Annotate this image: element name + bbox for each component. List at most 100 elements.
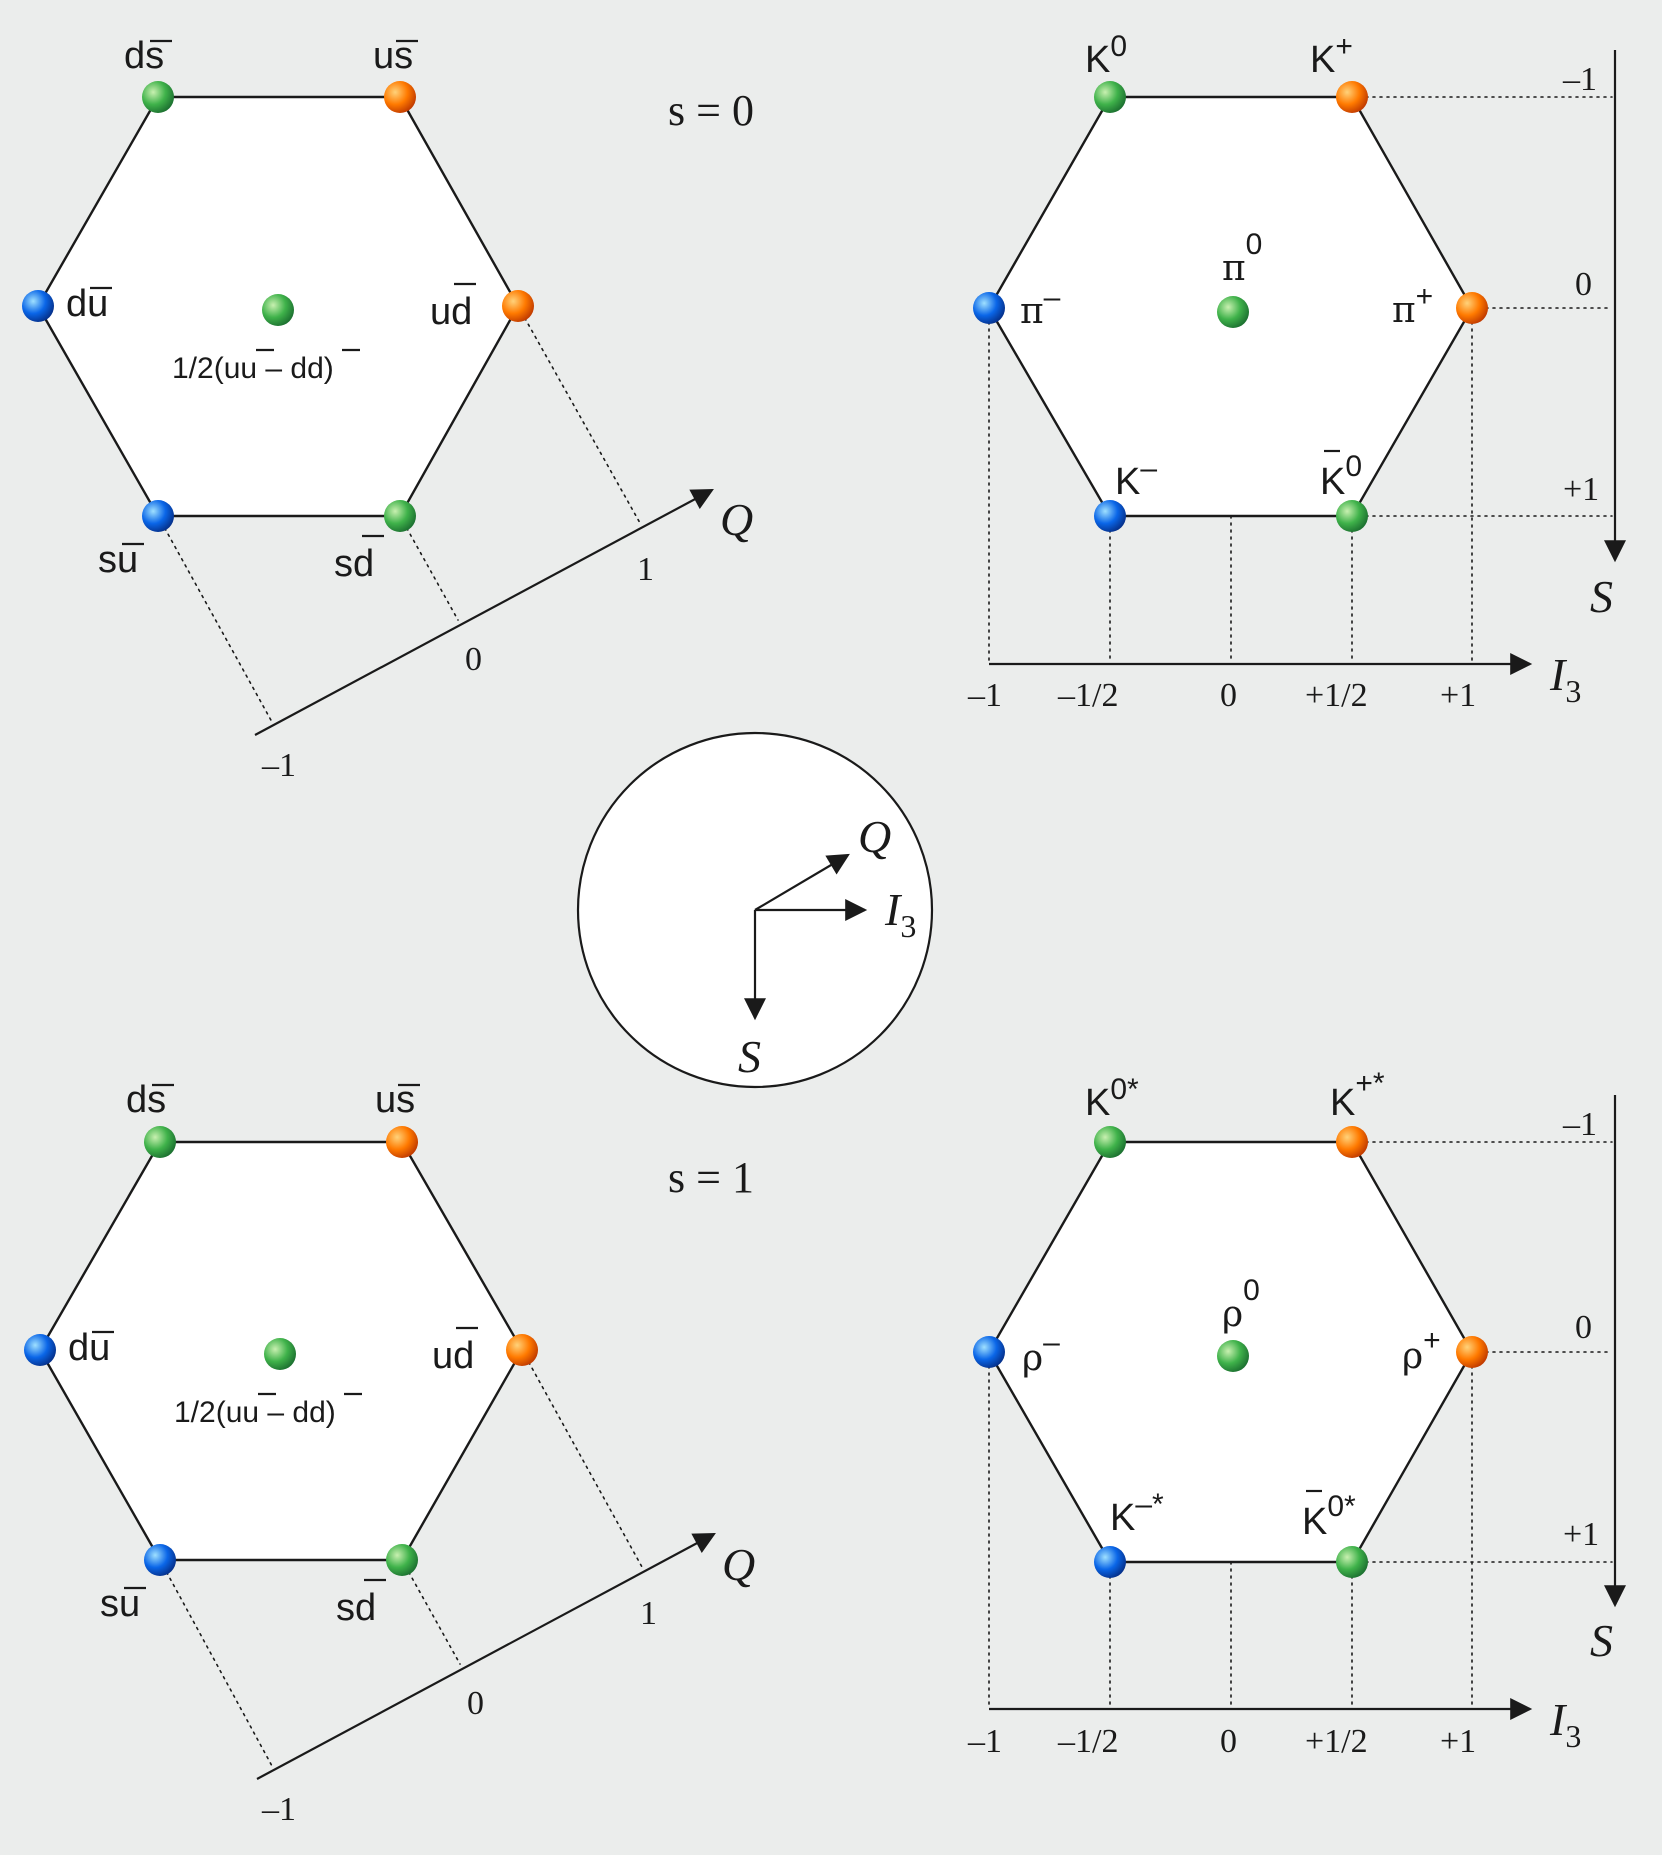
state-ball-center [262,294,294,326]
bottom-right-meson-octet-panel: I3 –1 –1/2 0 +1/2 +1 S –1 0 +1 K0* K+* ρ… [967,1067,1626,1760]
i3-axis-tick: +1 [1440,677,1476,714]
s-axis-label: S [1590,571,1613,622]
state-label-ud: ud [430,291,472,333]
q-axis-label: Q [722,1539,755,1590]
state-ball-sd [384,500,416,532]
meson-label-k0star: K0* [1085,1073,1139,1124]
s-axis-tick: –1 [1562,61,1597,98]
legend-s-label: S [738,1031,761,1082]
meson-label-k0: K0 [1085,30,1127,81]
meson-label-rhoplus: ρ+ [1402,1324,1441,1377]
state-ball-su [142,500,174,532]
i3-axis-tick: –1/2 [1057,677,1118,714]
i3-axis-tick: 0 [1220,1723,1237,1760]
state-ball-ds [142,81,174,113]
meson-ball-piplus [1456,292,1488,324]
i3-axis-tick: –1/2 [1057,1723,1118,1760]
q-axis-tick: –1 [261,1791,296,1828]
state-label-du: du [68,1327,110,1369]
axis-orientation-legend: Q I3 S [576,731,934,1089]
q-axis-tick: 0 [465,641,482,678]
s-axis-tick: 0 [1575,266,1592,303]
s-axis-tick: +1 [1563,471,1599,508]
state-label-du: du [66,283,108,325]
i3-axis-tick: 0 [1220,677,1237,714]
i3-axis-tick: +1 [1440,1723,1476,1760]
meson-label-rhominus: ρ– [1022,1326,1060,1379]
meson-ball-kminusstar [1094,1546,1126,1578]
state-label-ud: ud [432,1335,474,1377]
projection-line [159,1559,273,1767]
projection-line [399,515,459,621]
spin-label-top: s = 0 [668,86,754,135]
meson-label-kplus: K+ [1310,30,1353,81]
meson-ball-rhominus [973,1336,1005,1368]
state-ball-du [22,290,54,322]
meson-label-kminusstar: K–* [1110,1488,1164,1539]
projection-line [521,1349,643,1568]
projection-line [517,305,641,524]
i3-axis-label: I3 [1549,1694,1581,1754]
i3-axis-tick: +1/2 [1305,677,1368,714]
legend-q-arrow [754,853,850,911]
state-ball-ds [144,1126,176,1158]
meson-ball-piminus [973,292,1005,324]
q-axis-label: Q [720,494,753,545]
state-label-su: su [100,1583,140,1625]
state-ball-ud [506,1334,538,1366]
legend-i3-label: I3 [884,884,916,944]
i3-axis-tick: –1 [967,1723,1002,1760]
state-label-center: 1/2(uu – dd) [174,1396,336,1429]
state-ball-sd [386,1544,418,1576]
meson-label-pi0: π0 [1222,228,1262,289]
meson-ball-kbar0 [1336,500,1368,532]
q-axis-arrow [254,488,714,736]
meson-label-piminus: π– [1020,281,1061,332]
i3-axis-tick: –1 [967,677,1002,714]
state-label-sd: sd [336,1587,376,1629]
q-axis-tick: –1 [261,747,296,784]
s-axis-tick: 0 [1575,1309,1592,1346]
q-axis-tick: 1 [637,551,654,588]
state-ball-us [386,1126,418,1158]
projection-line [157,515,273,723]
meson-ball-k0star [1094,1126,1126,1158]
meson-label-kbar0: K0 [1320,450,1362,503]
state-ball-us [384,81,416,113]
meson-ball-pi0 [1217,296,1249,328]
meson-label-kbar0star: K0* [1302,1490,1356,1543]
meson-label-kminus: K– [1115,452,1157,503]
s-axis-tick: +1 [1563,1516,1599,1553]
q-axis-arrow [256,1532,716,1780]
meson-ball-kminus [1094,500,1126,532]
meson-ball-kplus [1336,81,1368,113]
state-ball-center [264,1338,296,1370]
q-axis-tick: 1 [640,1595,657,1632]
i3-axis-label: I3 [1549,649,1581,709]
i3-axis-tick: +1/2 [1305,1723,1368,1760]
state-ball-su [144,1544,176,1576]
meson-ball-rho0 [1217,1340,1249,1372]
meson-ball-kbar0star [1336,1546,1368,1578]
state-ball-du [24,1334,56,1366]
meson-label-rho0: ρ0 [1222,1274,1260,1335]
meson-label-kplusstar: K+* [1330,1067,1385,1124]
projection-line [401,1559,461,1665]
meson-ball-rhoplus [1456,1336,1488,1368]
state-label-su: su [98,539,138,581]
s-axis-label: S [1590,1615,1613,1666]
meson-label-piplus: π+ [1392,280,1433,331]
top-right-meson-octet-panel: I3 –1 –1/2 0 +1/2 +1 S –1 0 +1 K0 K+ π– … [967,30,1626,714]
bottom-left-quark-hexagon-panel: Q –1 0 1 ds us du ud 1/2(uu – dd) su sd [24,1079,755,1828]
state-label-sd: sd [334,543,374,585]
top-left-quark-hexagon-panel: Q –1 0 1 ds us du ud 1/2(uu – dd) su sd [22,35,753,784]
state-label-center: 1/2(uu – dd) [172,352,334,385]
spin-label-bottom: s = 1 [668,1153,754,1202]
state-ball-ud [502,290,534,322]
legend-q-label: Q [858,811,891,862]
meson-ball-k0 [1094,81,1126,113]
q-axis-tick: 0 [467,1685,484,1722]
meson-ball-kplusstar [1336,1126,1368,1158]
s-axis-tick: –1 [1562,1106,1597,1143]
